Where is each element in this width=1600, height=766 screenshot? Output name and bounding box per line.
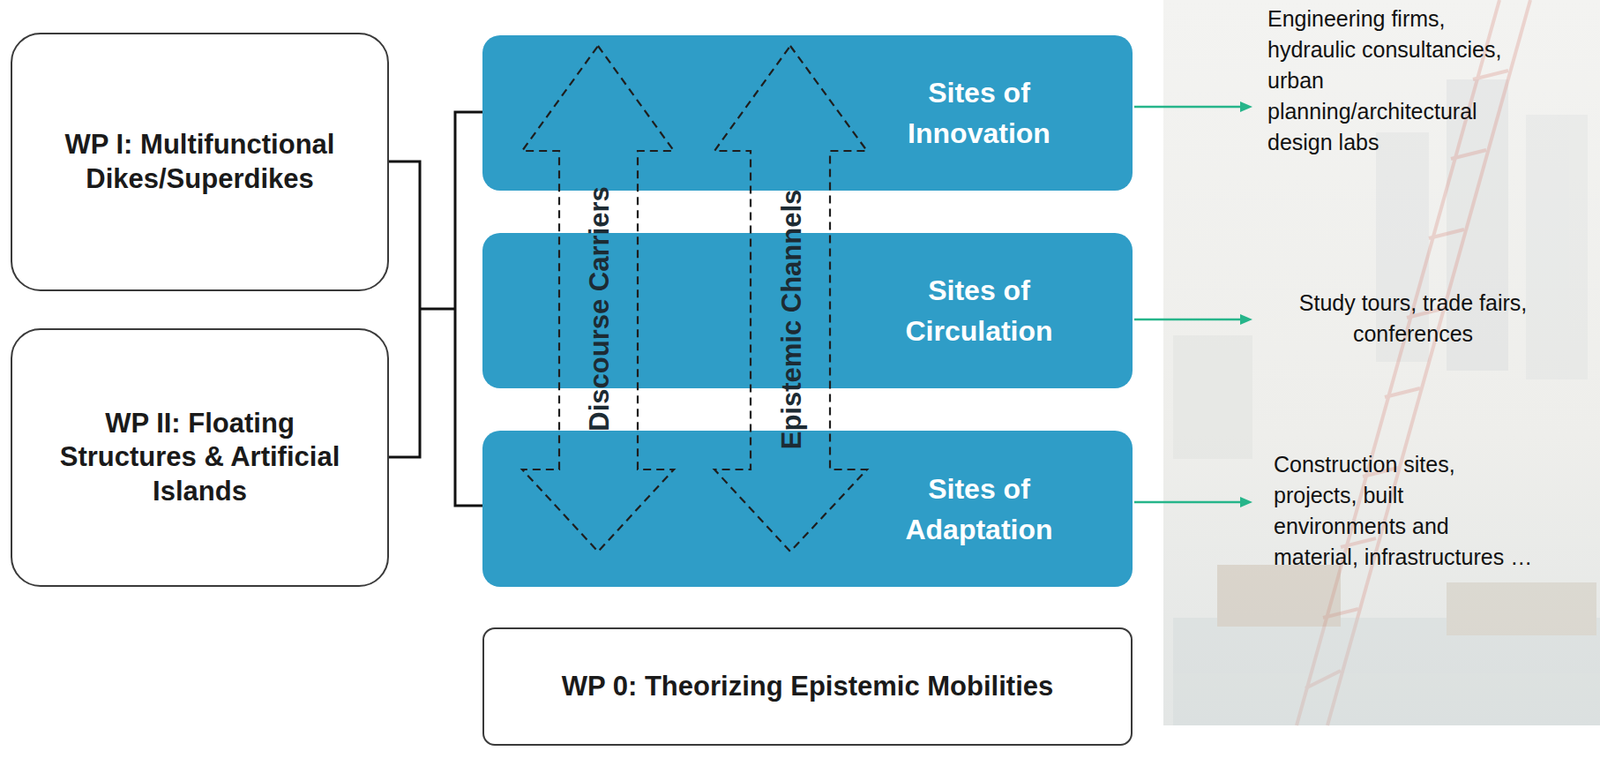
site-band: Sites of Innovation [482,35,1133,191]
site-band: Sites of Circulation [482,232,1133,389]
node-text: Sites of Innovation [876,72,1082,155]
city-skyline [1173,79,1588,459]
arrow-label: Discourse Carriers [585,186,614,431]
work-package-box: WP II: Floating Structures & Artificial … [10,328,389,587]
harbour-scene [1173,564,1600,726]
photo-ground [1163,0,1600,726]
node-text: WP I: Multifunctional Dikes/Superdikes [45,127,355,196]
arrow-label: Epistemic Channels [777,189,806,450]
theory-box: WP 0: Theorizing Epistemic Mobilities [482,627,1133,746]
work-package-box: WP I: Multifunctional Dikes/Superdikes [10,32,389,292]
callout-text: Construction sites, projects, built envi… [1273,448,1539,573]
node-text: WP II: Floating Structures & Artificial … [45,406,355,509]
node-text: Sites of Circulation [876,269,1082,352]
site-band: Sites of Adaptation [482,430,1133,587]
callout-text: Study tours, trade fairs, conferences [1280,287,1546,350]
node-text: WP 0: Theorizing Epistemic Mobilities [561,670,1055,703]
leader-arrows [1134,101,1253,508]
callout-text: Engineering firms, hydraulic consultanci… [1267,3,1537,158]
grouping-bracket [388,112,483,506]
node-text: Sites of Adaptation [876,467,1082,550]
